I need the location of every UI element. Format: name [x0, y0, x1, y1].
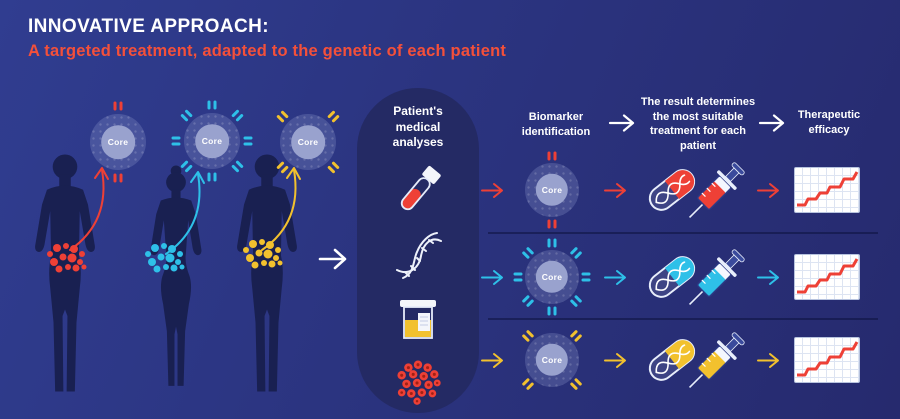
biopsy-arrow-2-icon: [160, 168, 208, 261]
row-arrow-icon: [604, 269, 628, 291]
core-label: Core: [541, 271, 563, 282]
biomarker-dots-1: [44, 240, 90, 281]
page-title: INNOVATIVE APPROACH:: [28, 16, 269, 37]
treatment-icon: [645, 246, 749, 313]
blood-cells-icon: [394, 358, 442, 411]
column-header-result: The result determines the most suitable …: [640, 96, 756, 152]
header-arrow-icon: [608, 113, 636, 138]
identified-cell-1: Core: [525, 151, 579, 229]
row-arrow-icon: [481, 182, 505, 204]
cell-core: Core: [535, 260, 569, 294]
biopsy-arrow-1-icon: [64, 164, 112, 257]
cancer-cell-1: Core: [90, 101, 146, 183]
column-header-efficacy: Therapeutic efficacy: [797, 109, 861, 136]
efficacy-chart: [794, 254, 860, 300]
efficacy-chart: [794, 167, 860, 213]
cell-membrane: [280, 114, 336, 170]
row-arrow-icon: [604, 352, 628, 374]
treatment-icon: [645, 159, 749, 226]
row-arrow-icon: [757, 352, 781, 374]
column-header-biomarker: Biomarker identification: [521, 111, 591, 138]
core-label: Core: [297, 137, 319, 147]
row-arrow-icon: [481, 352, 505, 374]
row-arrow-icon: [481, 269, 505, 291]
row-arrow-icon: [757, 269, 781, 291]
header-arrow-icon: [758, 113, 786, 138]
urine-sample-icon: [398, 297, 438, 346]
core-label: Core: [201, 136, 223, 146]
blood-test-tube-icon: [394, 165, 442, 220]
treatment-icon: [645, 329, 749, 396]
row-divider: [488, 318, 878, 320]
biopsy-arrow-3-icon: [256, 164, 304, 257]
panel-title: Patient's medical analyses: [392, 104, 444, 150]
identified-cell-2: Core: [513, 238, 591, 316]
biomarker-dots-2: [142, 240, 188, 281]
identified-cell-3: Core: [521, 329, 583, 391]
page-subtitle: A targeted treatment, adapted to the gen…: [28, 42, 507, 60]
dna-helix-icon: [393, 231, 443, 285]
cell-core: Core: [535, 173, 569, 207]
row-divider: [488, 232, 878, 234]
cell-core: Core: [291, 125, 325, 159]
row-arrow-icon: [604, 182, 628, 204]
cell-core: Core: [535, 343, 569, 377]
flow-arrow-icon: [318, 247, 348, 276]
cell-membrane: [525, 163, 579, 217]
patient-figure-3: [226, 152, 308, 398]
efficacy-chart: [794, 337, 860, 383]
core-label: Core: [541, 184, 563, 195]
row-arrow-icon: [757, 182, 781, 204]
analysis-panel: Patient's medical analyses: [357, 88, 479, 413]
patient-figure-2: [138, 164, 214, 392]
biomarker-dots-3: [240, 236, 286, 277]
patient-figure-1: [24, 152, 106, 398]
core-label: Core: [107, 137, 129, 147]
cancer-cell-2: Core: [171, 100, 253, 182]
core-label: Core: [541, 354, 563, 365]
cancer-cell-3: Core: [276, 110, 340, 174]
cell-core: Core: [195, 124, 229, 158]
cell-core: Core: [101, 125, 135, 159]
